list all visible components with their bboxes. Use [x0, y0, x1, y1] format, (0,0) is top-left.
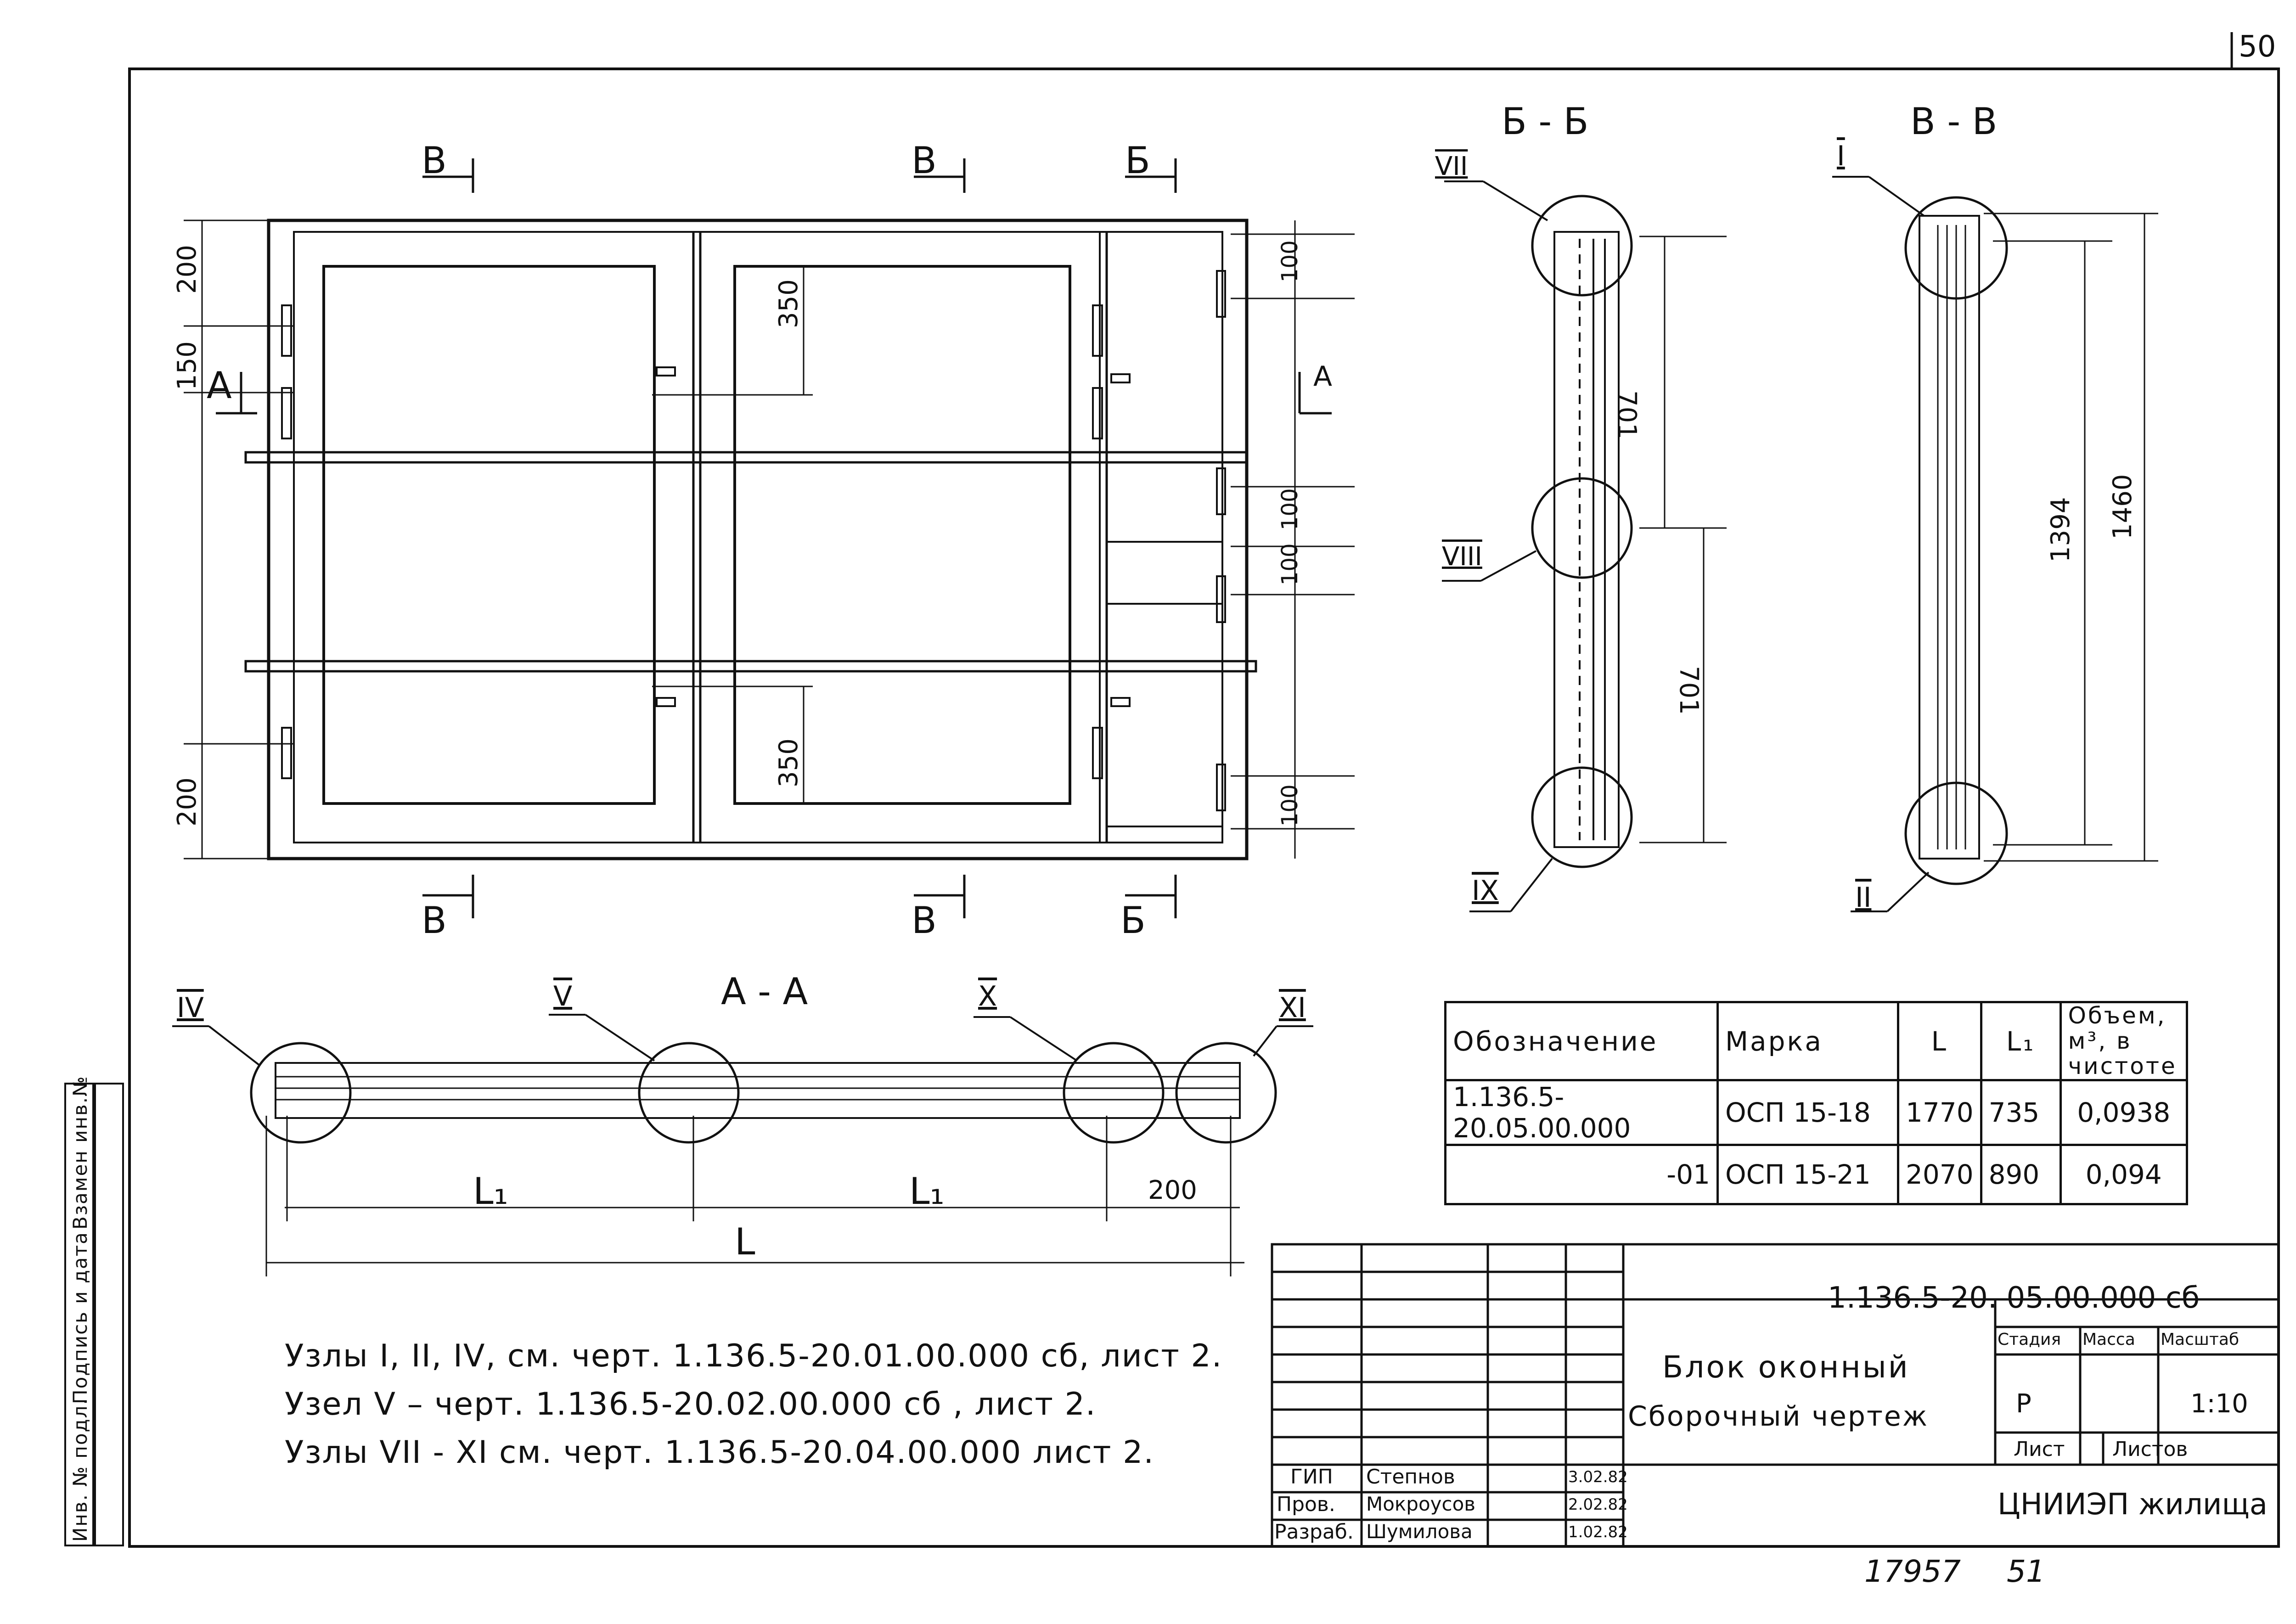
- col-header-L1: L₁: [1980, 1001, 2062, 1081]
- node-label-9: IX: [1472, 875, 1499, 907]
- note-line-2: Узел V – черт. 1.136.5-20.02.00.000 сб ,…: [285, 1386, 1097, 1422]
- dim-100-d: 100: [1277, 784, 1303, 826]
- sidebar-inv: Инв. № подл.: [69, 1398, 91, 1542]
- dim-350-bottom: 350: [774, 738, 804, 787]
- name-mokrousov: Мокроусов: [1366, 1493, 1476, 1515]
- table-cell: 1.136.5-20.05.00.000: [1444, 1079, 1719, 1146]
- section-title-aa: А - А: [721, 970, 808, 1013]
- node-label-7: VII: [1435, 152, 1468, 181]
- name-stepnov: Степнов: [1366, 1465, 1455, 1489]
- section-title-bb: Б - Б: [1502, 100, 1589, 143]
- cut-mark-a: А: [1313, 360, 1333, 393]
- title-line-2: Сборочный чертеж: [1628, 1400, 1929, 1433]
- note-line-3: Узлы VII - XI см. черт. 1.136.5-20.04.00…: [285, 1434, 1155, 1471]
- scale-header: Масштаб: [2161, 1330, 2240, 1349]
- dim-L: L: [735, 1220, 755, 1263]
- sidebar-sign: Подпись и дата: [69, 1231, 91, 1404]
- dim-1394: 1394: [2046, 497, 2076, 562]
- sidebar-replace: Взамен инв.№: [69, 1075, 91, 1230]
- col-header-L: L: [1897, 1001, 1982, 1081]
- sheets-label: Листов: [2112, 1438, 2188, 1461]
- sheet-number: 50: [2239, 30, 2276, 64]
- document-code: 1.136.5-20. 05.00.000 сб: [1828, 1281, 2200, 1315]
- section-aa: [172, 1014, 1313, 1276]
- role-prov: Пров.: [1277, 1493, 1335, 1516]
- table-cell: 1770: [1897, 1079, 1982, 1146]
- note-line-1: Узлы I, II, IV, см. черт. 1.136.5-20.01.…: [285, 1338, 1223, 1374]
- role-gip: ГИП: [1290, 1465, 1333, 1489]
- table-cell: 2070: [1897, 1144, 1982, 1205]
- cut-mark-a: А: [207, 364, 232, 407]
- spec-table: Обозначение Марка L L₁ Объем, м³, в чист…: [1444, 1001, 2189, 1205]
- dim-L1-left: L₁: [473, 1170, 508, 1213]
- dim-100-b: 100: [1277, 488, 1303, 530]
- footer-number-a: 17957: [1864, 1554, 1961, 1589]
- dim-200-bottom: 200: [172, 777, 202, 826]
- dim-L1-right: L₁: [909, 1170, 945, 1213]
- name-shumilova: Шумилова: [1366, 1520, 1473, 1543]
- approval-sidebar: Инв. № подл. Подпись и дата Взамен инв.№: [64, 1075, 124, 1546]
- role-razrab: Разраб.: [1274, 1520, 1354, 1544]
- table-cell: 735: [1980, 1079, 2062, 1146]
- stage-header: Стадия: [1998, 1330, 2061, 1349]
- date-2: 2.02.82: [1568, 1495, 1628, 1514]
- col-header-volume: Объем, м³, в чистоте: [2059, 1001, 2189, 1081]
- node-label-11: XI: [1279, 992, 1306, 1024]
- mass-header: Масса: [2082, 1330, 2135, 1349]
- cut-mark-b: Б: [1120, 899, 1146, 942]
- table-cell: ОСП 15-21: [1716, 1144, 1899, 1205]
- date-1: 3.02.82: [1568, 1468, 1628, 1486]
- cut-mark-b: Б: [1125, 139, 1150, 182]
- node-label-2: II: [1855, 882, 1872, 914]
- cut-mark-v: В: [912, 899, 937, 942]
- dim-100-c: 100: [1277, 543, 1303, 585]
- scale-value: 1:10: [2190, 1389, 2248, 1419]
- dimension-lines-left: [184, 219, 1355, 860]
- window-elevation: [244, 219, 1257, 860]
- node-label-1: I: [1837, 140, 1845, 172]
- table-cell: 890: [1980, 1144, 2062, 1205]
- cut-mark-v: В: [422, 899, 447, 942]
- dim-200-aa: 200: [1148, 1175, 1197, 1205]
- title-line-1: Блок оконный: [1662, 1349, 1910, 1385]
- node-label-4: IV: [177, 992, 204, 1024]
- col-header-designation: Обозначение: [1444, 1001, 1719, 1081]
- table-cell: 0,0938: [2059, 1079, 2189, 1146]
- title-block-grid: [1271, 1243, 2280, 1548]
- dim-150: 150: [172, 341, 202, 390]
- sheet-label: Лист: [2014, 1438, 2065, 1461]
- sheet-frame: [128, 67, 2280, 1548]
- stage-value: Р: [2016, 1389, 2032, 1419]
- footer-number-b: 51: [2007, 1554, 2045, 1589]
- table-cell: 0,094: [2059, 1144, 2189, 1205]
- dim-100-a: 100: [1277, 240, 1303, 282]
- dim-701-bottom: 701: [1674, 666, 1704, 715]
- dim-1460: 1460: [2108, 474, 2138, 539]
- date-3: 1.02.82: [1568, 1523, 1628, 1541]
- section-cut-arrows: [216, 158, 1332, 918]
- node-label-8: VIII: [1442, 542, 1482, 572]
- node-label-5: V: [553, 980, 573, 1012]
- dim-200-top: 200: [172, 245, 202, 294]
- organization-name: ЦНИИЭП жилища: [1998, 1488, 2268, 1522]
- cut-mark-v: В: [912, 139, 937, 182]
- dim-350-top: 350: [774, 279, 804, 328]
- section-bb: [1442, 180, 1727, 912]
- section-vv: [1832, 176, 2158, 912]
- col-header-mark: Марка: [1716, 1001, 1899, 1081]
- cut-mark-v: В: [422, 139, 447, 182]
- table-cell: -01: [1444, 1144, 1719, 1205]
- table-cell: ОСП 15-18: [1716, 1079, 1899, 1146]
- dim-701-top: 701: [1612, 390, 1642, 439]
- section-title-vv: В - В: [1910, 100, 1998, 143]
- node-label-10: X: [978, 980, 997, 1012]
